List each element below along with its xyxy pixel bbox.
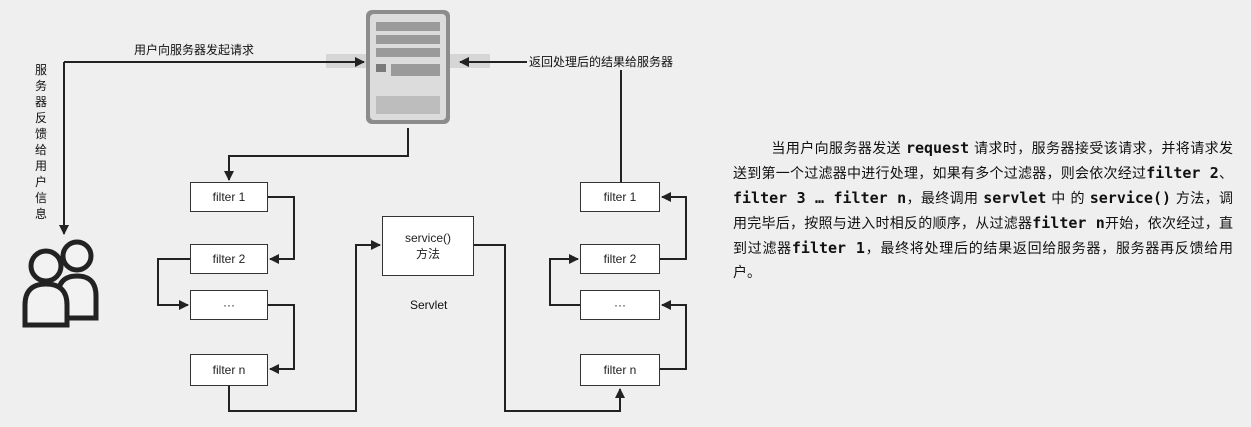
desc-part-8: ，最终将处理后的结果返回给服务器，服务器再反馈给用户。	[733, 241, 1234, 281]
users-icon	[22, 239, 99, 328]
desc-part-2: 请求时，服务器接受该请求，并将请求发送到第一个过滤器中进行处理，如果有多个过滤器…	[733, 141, 1234, 182]
right-filter-n: filter n	[580, 354, 660, 386]
right-filter-2: filter 2	[580, 244, 660, 274]
server-icon	[326, 10, 490, 124]
left-filter-2: filter 2	[190, 244, 268, 274]
left-filter-1: filter 1	[190, 182, 268, 212]
l-f1-f2-arrow	[268, 196, 295, 264]
desc-keyword-filter1: filter 1	[791, 239, 865, 257]
desc-part-6: 方法，调用完毕后，按照与进入时相反的顺序，从过滤器	[733, 191, 1233, 232]
desc-part-5: 中 的	[1046, 191, 1090, 207]
desc-keyword-service: service()	[1089, 189, 1172, 207]
right-filter-dots: ···	[580, 290, 660, 320]
description-text: 当用户向服务器发送 request 请求时，服务器接受该请求，并将请求发送到第一…	[733, 136, 1233, 285]
l-dots-fn-arrow	[268, 304, 295, 374]
r-fn-dots-arrow	[660, 300, 687, 370]
servlet-label: Servlet	[410, 298, 448, 312]
desc-keyword-filter3: filter 3 … filter n	[733, 189, 907, 207]
r-dots-f2-arrow	[549, 254, 580, 306]
left-filter-n: filter n	[190, 354, 268, 386]
response-arrow	[459, 57, 622, 186]
request-label: 用户向服务器发起请求	[134, 43, 255, 57]
service-line-1: service()	[404, 231, 451, 245]
response-label: 返回处理后的结果给服务器	[527, 53, 676, 70]
fn-to-service-arrow	[228, 240, 381, 412]
desc-keyword-servlet: servlet	[983, 189, 1047, 207]
service-to-rfn-arrow	[474, 244, 625, 412]
service-line-2: 方法	[415, 247, 440, 261]
l-f2-dots-arrow	[157, 258, 190, 310]
desc-part-3: 、	[1218, 166, 1233, 182]
feedback-label: 服务器反馈给用户信息	[34, 63, 47, 221]
server-to-filter1-arrow	[224, 128, 409, 181]
desc-keyword-filter2: filter 2	[1146, 164, 1219, 182]
right-filter-1: filter 1	[580, 182, 660, 212]
desc-part-7: 开始，依次经过，直到过滤器	[733, 216, 1233, 257]
desc-keyword-filtern: filter n	[1032, 214, 1105, 232]
desc-part-4: ，最终调用	[906, 191, 984, 207]
desc-part-1: 当用户向服务器发送	[771, 141, 906, 157]
desc-keyword-request: request	[905, 139, 970, 157]
left-filter-dots: ···	[190, 290, 268, 320]
r-f2-f1-arrow	[660, 192, 687, 260]
service-method-box: service() 方法	[382, 216, 474, 276]
